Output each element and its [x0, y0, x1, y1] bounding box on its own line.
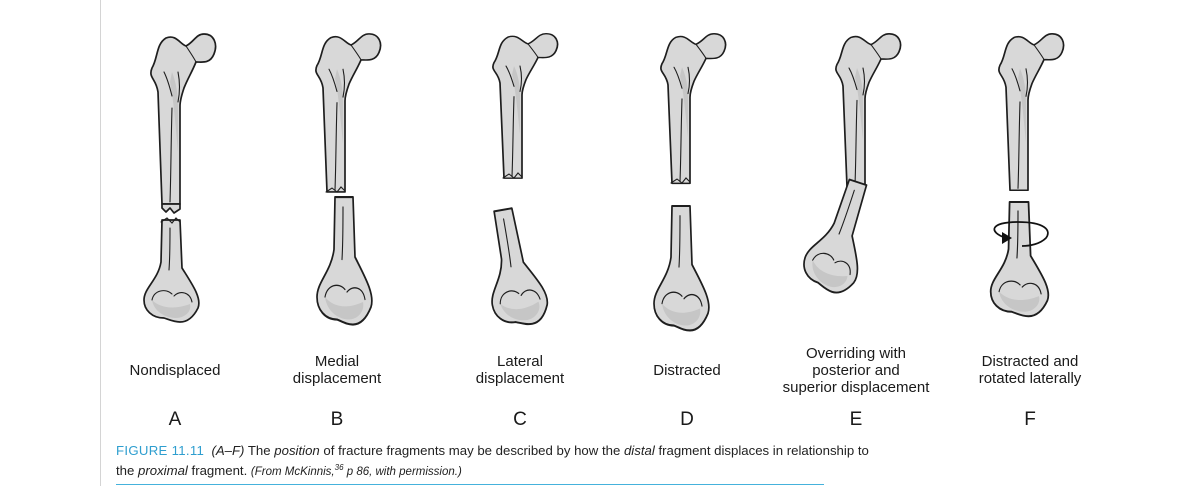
left-margin-line: [100, 0, 101, 486]
femur-panel-c: [475, 32, 559, 332]
caption-f: Distracted and rotated laterally: [978, 353, 1082, 387]
caption-emphasis: position: [274, 443, 320, 458]
label-a: A: [168, 409, 182, 430]
label-b: B: [330, 409, 344, 430]
source-reference: 36: [334, 463, 344, 472]
source-text: p 86, with permission.): [346, 465, 462, 478]
figure-caption: FIGURE 11.11 (A–F) The position of fract…: [116, 442, 876, 481]
caption-e: Overriding with posterior and superior d…: [782, 344, 930, 396]
caption-rule: [116, 484, 824, 485]
caption-emphasis: distal: [623, 443, 655, 458]
figure-label: FIGURE 11.11: [116, 443, 205, 458]
caption-c: Lateral displacement: [475, 353, 565, 387]
source-text: (From McKinnis,: [250, 465, 335, 478]
figure-range: (A–F): [211, 443, 245, 458]
femur-panel-d: [652, 32, 727, 332]
fracture-diagram: [143, 32, 1065, 332]
caption-text: The: [247, 443, 271, 458]
caption-text: of fracture fragments may be described b…: [323, 443, 621, 458]
femur-panel-e: [796, 32, 902, 299]
femur-panel-b: [315, 33, 382, 326]
caption-text: fragment displaces in relationship to th…: [116, 443, 869, 478]
caption-b: Medial displacement: [292, 353, 382, 387]
femur-panel-f: [989, 32, 1065, 318]
caption-emphasis: proximal: [138, 462, 188, 478]
curved-rotation-arrow-icon: [993, 221, 1049, 247]
caption-text: fragment.: [191, 462, 248, 478]
label-f: F: [1024, 409, 1036, 430]
caption-d: Distracted: [653, 361, 721, 379]
label-c: C: [513, 409, 527, 430]
label-e: E: [849, 409, 863, 430]
label-d: D: [680, 409, 694, 430]
caption-a: Nondisplaced: [129, 361, 221, 379]
femur-panel-a: [143, 33, 217, 323]
figure-source: (From McKinnis,36 p 86, with permission.…: [250, 463, 462, 478]
